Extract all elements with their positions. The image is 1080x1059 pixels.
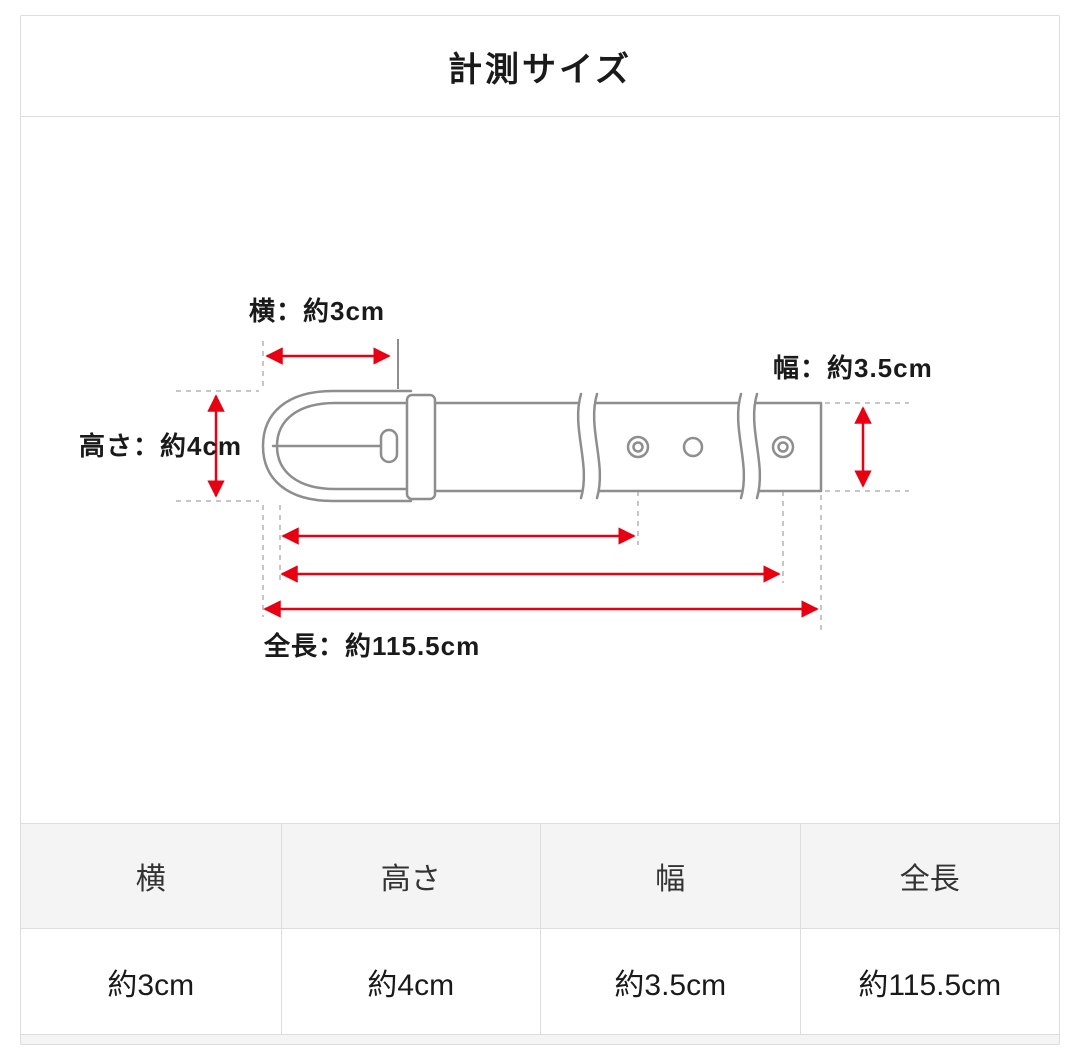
table-value-row: 約3cm 約4cm 約3.5cm 約115.5cm — [21, 928, 1059, 1034]
table-value-yoko: 約3cm — [107, 968, 195, 1002]
measurement-card: 計測サイズ — [20, 15, 1060, 1045]
card-header: 計測サイズ — [21, 16, 1059, 117]
table-header-haba: 幅 — [540, 824, 800, 928]
buckle-width-label: 横：約3cm — [249, 296, 385, 326]
guide-lines — [176, 339, 909, 631]
belt-illustration — [261, 389, 823, 503]
measurement-table: 横 高さ 幅 全長 約3cm 約4cm 約3.5cm 約115.5cm — [21, 823, 1059, 1044]
dimension-arrows — [207, 347, 872, 618]
table-value-zencho: 約115.5cm — [799, 929, 1060, 1034]
buckle-prong-bar — [379, 428, 399, 464]
buckle-height-label: 高さ：約4cm — [79, 431, 242, 461]
belt-diagram: 横：約3cm 高さ：約4cm 幅：約3.5cm 全長：約115.5cm — [21, 117, 1059, 823]
total-length-label: 全長：約115.5cm — [263, 631, 480, 661]
table-header-zencho: 全長 — [799, 824, 1060, 928]
table-header-takasa: 高さ — [280, 824, 541, 928]
belt-buckle — [261, 389, 413, 503]
table-bottom-strip — [21, 1034, 1059, 1044]
belt-width-label: 幅：約3.5cm — [773, 353, 933, 383]
dimension-labels: 横：約3cm 高さ：約4cm 幅：約3.5cm 全長：約115.5cm — [79, 296, 933, 661]
page-title: 計測サイズ — [448, 50, 632, 89]
belt-holes — [626, 435, 795, 459]
table-value-takasa: 約4cm — [280, 929, 541, 1034]
belt-keeper — [405, 393, 437, 501]
table-header-row: 横 高さ 幅 全長 — [21, 823, 1059, 928]
belt-diagram-svg: 横：約3cm 高さ：約4cm 幅：約3.5cm 全長：約115.5cm — [79, 296, 933, 661]
break-marks — [576, 392, 762, 500]
table-value-haba: 約3.5cm — [540, 929, 800, 1034]
table-header-yoko: 横 — [135, 863, 166, 896]
